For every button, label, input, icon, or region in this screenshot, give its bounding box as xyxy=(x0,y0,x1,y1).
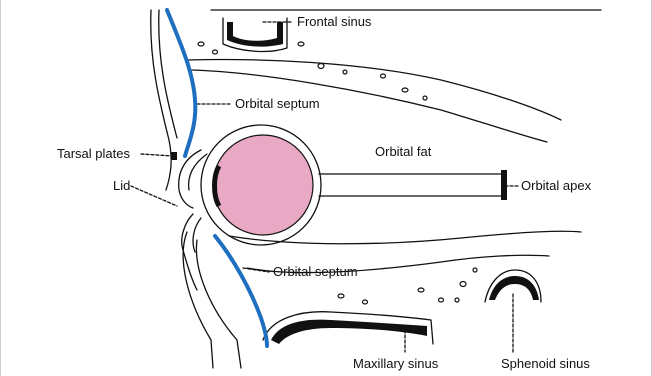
label-orbital-septum-upper: Orbital septum xyxy=(235,96,320,112)
sphenoid-sinus-wall xyxy=(489,276,539,300)
upper-lid xyxy=(179,150,201,208)
upper-lid-inner xyxy=(189,154,207,190)
maxillary-sinus-wall xyxy=(271,320,427,344)
label-maxillary-sinus: Maxillary sinus xyxy=(353,356,438,372)
orbital-septum-lower-line xyxy=(215,236,267,346)
orbital-floor-upper xyxy=(229,231,581,244)
orbital-apex-mark xyxy=(501,170,507,200)
label-sphenoid-sinus: Sphenoid sinus xyxy=(501,356,590,372)
globe-lens-fill xyxy=(213,135,313,235)
tarsal-plate-mark xyxy=(171,152,177,160)
leader-lid xyxy=(131,186,177,206)
cheek-inner-outline xyxy=(196,240,241,368)
label-orbital-apex: Orbital apex xyxy=(521,178,591,194)
label-lid: Lid xyxy=(113,178,130,194)
orbital-septum-upper-line xyxy=(167,10,195,156)
frontal-sinus-wall xyxy=(227,22,283,47)
cheek-skin-outline xyxy=(183,232,213,368)
label-orbital-fat: Orbital fat xyxy=(375,144,431,160)
label-tarsal-plates: Tarsal plates xyxy=(57,146,130,162)
leader-tarsal xyxy=(141,154,173,156)
label-frontal-sinus: Frontal sinus xyxy=(297,14,371,30)
label-orbital-septum-lower: Orbital septum xyxy=(273,264,358,280)
